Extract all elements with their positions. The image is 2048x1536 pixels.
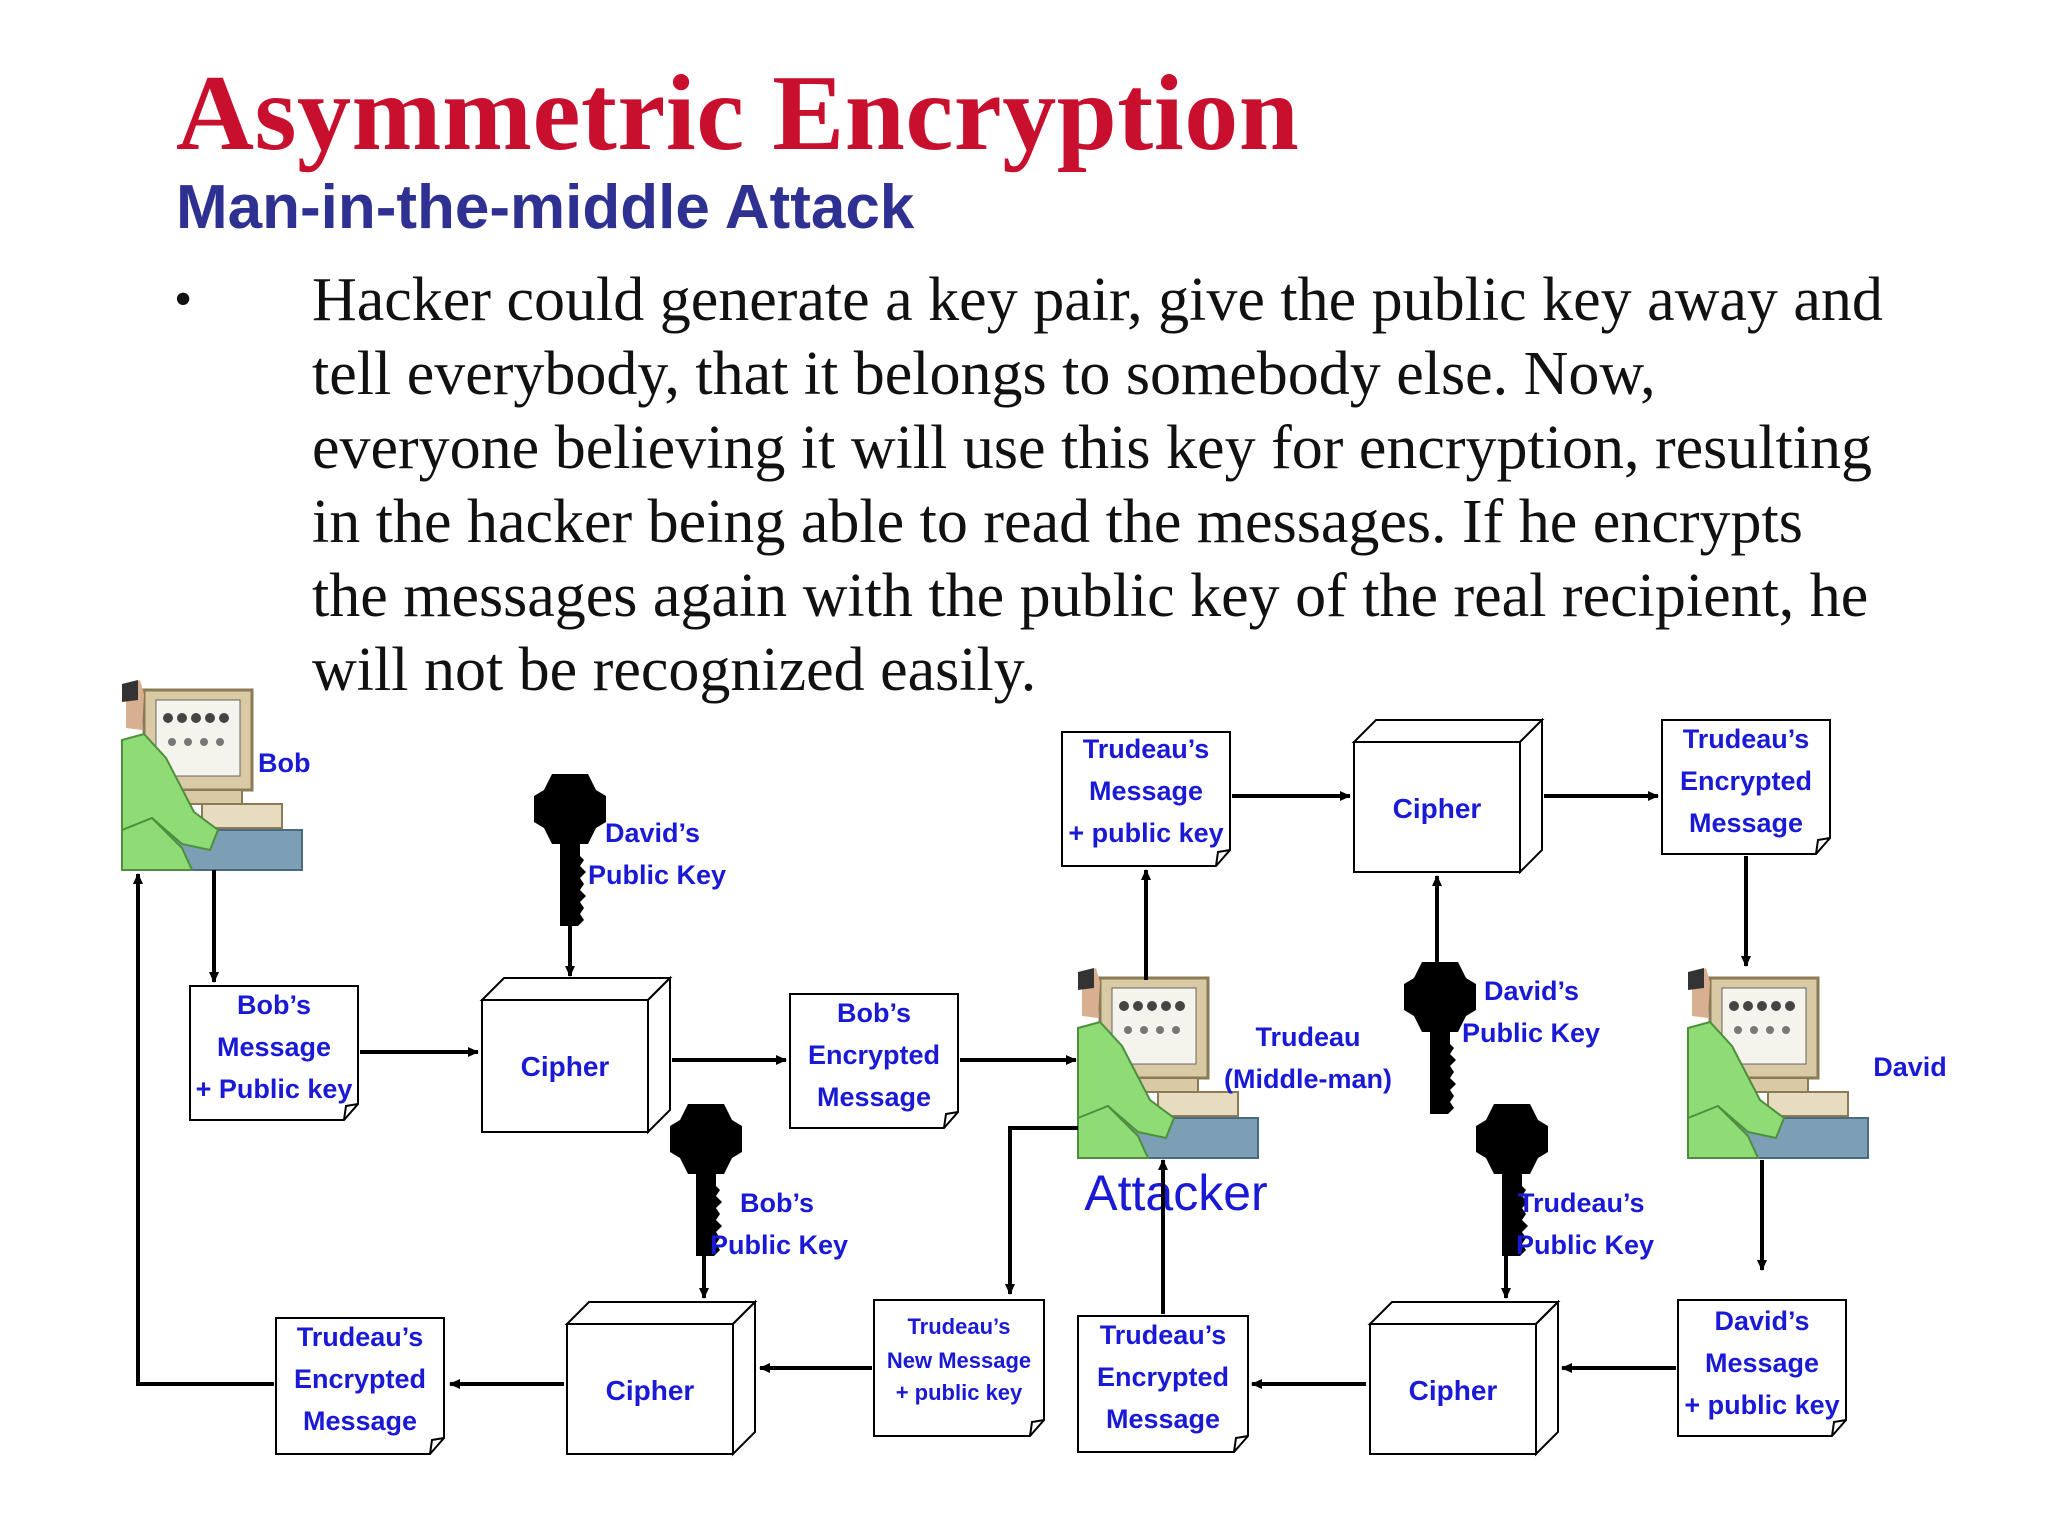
trudeau-encrypted-doc: Trudeau’s Encrypted Message bbox=[275, 1317, 445, 1455]
bob-label: Bob bbox=[258, 748, 310, 778]
key-label: Public Key bbox=[710, 1230, 848, 1260]
cipher-label: Cipher bbox=[606, 1375, 695, 1406]
cipher-cube: Cipher bbox=[1367, 1299, 1561, 1457]
bullet-marker: • bbox=[174, 271, 193, 328]
bullet-line: the messages again with the public key o… bbox=[312, 562, 1869, 630]
key-label: Public Key bbox=[1516, 1230, 1654, 1260]
cipher-cube: Cipher bbox=[564, 1299, 758, 1457]
doc-line: Bob’s bbox=[237, 990, 311, 1020]
trudeau-encrypted-doc: Trudeau’s Encrypted Message bbox=[1661, 719, 1831, 855]
bullet-line: in the hacker being able to read the mes… bbox=[312, 488, 1803, 556]
attacker-label: Attacker bbox=[1084, 1165, 1267, 1221]
trudeau-message-doc: Trudeau’s Message + public key bbox=[1061, 731, 1231, 867]
key-icon bbox=[534, 774, 606, 926]
attacker-computer-icon bbox=[1076, 966, 1260, 1160]
cipher-cube: Cipher bbox=[1351, 717, 1545, 875]
doc-line: + public key bbox=[1684, 1390, 1839, 1420]
doc-line: Message bbox=[1106, 1404, 1220, 1434]
doc-line: + public key bbox=[1068, 818, 1223, 848]
doc-line: Trudeau’s bbox=[1100, 1320, 1227, 1350]
key-label: Bob’s bbox=[740, 1188, 814, 1218]
doc-line: Message bbox=[1705, 1348, 1819, 1378]
doc-line: Encrypted bbox=[294, 1364, 426, 1394]
bob-encrypted-doc: Bob’s Encrypted Message bbox=[789, 993, 959, 1129]
bullet-line: everyone believing it will use this key … bbox=[312, 414, 1872, 482]
david-label: David bbox=[1873, 1052, 1947, 1082]
trudeau-new-message-doc: Trudeau’s New Message + public key bbox=[873, 1299, 1045, 1437]
key-label: David’s bbox=[1484, 976, 1579, 1006]
cipher-label: Cipher bbox=[1409, 1375, 1498, 1406]
doc-line: + Public key bbox=[196, 1074, 353, 1104]
trudeau-encrypted-doc: Trudeau’s Encrypted Message bbox=[1077, 1315, 1249, 1453]
doc-line: Trudeau’s bbox=[907, 1314, 1010, 1339]
doc-line: Encrypted bbox=[808, 1040, 940, 1070]
doc-line: Trudeau’s bbox=[1083, 734, 1210, 764]
slide-subtitle: Man-in-the-middle Attack bbox=[176, 173, 915, 242]
david-message-doc: David’s Message + public key bbox=[1677, 1299, 1847, 1437]
cipher-label: Cipher bbox=[1393, 793, 1482, 824]
doc-line: New Message bbox=[887, 1348, 1031, 1373]
doc-line: + public key bbox=[896, 1380, 1023, 1405]
doc-line: Encrypted bbox=[1680, 766, 1812, 796]
cipher-cube: Cipher bbox=[479, 975, 673, 1135]
doc-line: Bob’s bbox=[837, 998, 911, 1028]
cipher-label: Cipher bbox=[521, 1051, 610, 1082]
david-computer-icon bbox=[1686, 966, 1870, 1160]
key-label: David’s bbox=[605, 818, 700, 848]
bob-message-doc: Bob’s Message + Public key bbox=[189, 985, 359, 1121]
key-label: Public Key bbox=[588, 860, 726, 890]
doc-line: Message bbox=[1089, 776, 1203, 806]
key-label: Trudeau’s bbox=[1518, 1188, 1645, 1218]
bullet-line: Hacker could generate a key pair, give t… bbox=[312, 266, 1883, 334]
doc-line: Message bbox=[217, 1032, 331, 1062]
slide-title: Asymmetric Encryption bbox=[176, 54, 1300, 173]
doc-line: David’s bbox=[1714, 1306, 1809, 1336]
bullet-paragraph: Hacker could generate a key pair, give t… bbox=[312, 263, 2012, 707]
doc-line: Message bbox=[817, 1082, 931, 1112]
trudeau-label: Trudeau bbox=[1255, 1022, 1360, 1052]
trudeau-role-label: (Middle-man) bbox=[1224, 1064, 1392, 1094]
doc-line: Trudeau’s bbox=[297, 1322, 424, 1352]
doc-line: Message bbox=[303, 1406, 417, 1436]
flow-arrow bbox=[133, 873, 274, 1386]
key-label: Public Key bbox=[1462, 1018, 1600, 1048]
doc-line: Message bbox=[1689, 808, 1803, 838]
flow-arrow bbox=[1005, 1126, 1078, 1295]
doc-line: Encrypted bbox=[1097, 1362, 1229, 1392]
doc-line: Trudeau’s bbox=[1683, 724, 1810, 754]
bullet-line: will not be recognized easily. bbox=[312, 636, 1037, 704]
bullet-line: tell everybody, that it belongs to someb… bbox=[312, 340, 1656, 408]
